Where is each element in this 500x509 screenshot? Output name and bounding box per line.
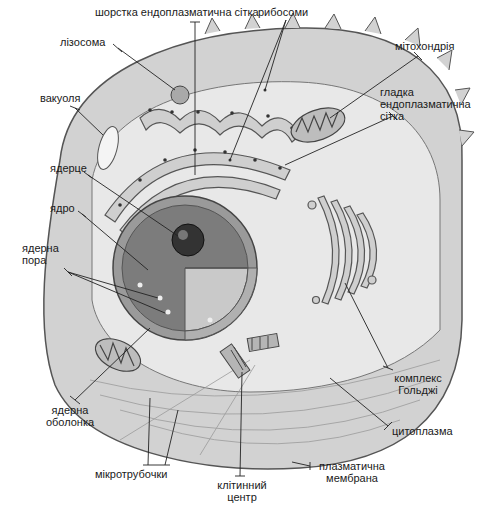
part-label: клітинний центр — [212, 479, 272, 503]
cut-surface — [92, 82, 440, 392]
part-label: лізосома — [60, 36, 105, 48]
part-label: мітохондрія — [395, 40, 454, 52]
part-label: ядро — [50, 202, 75, 214]
centrioles — [220, 333, 279, 378]
part-label: ядерна пора — [22, 242, 72, 266]
part-label: вакуоля — [40, 92, 80, 104]
mitochondria — [90, 101, 349, 378]
microtubules — [90, 360, 440, 455]
golgi-complex — [308, 196, 377, 304]
part-label: ядерна оболонка — [40, 404, 100, 428]
vacuole — [94, 124, 123, 171]
part-label: плазматична мембрана — [312, 460, 392, 484]
leader-lines — [64, 20, 422, 476]
part-label: гладка ендоплазматична сітка — [380, 86, 480, 122]
part-label: комплекс Гольджі — [378, 372, 458, 396]
ribosomes — [118, 89, 294, 207]
part-label: шорстка ендоплазматична сітка — [95, 6, 259, 18]
part-label: ядерце — [50, 162, 87, 174]
nucleus — [113, 196, 257, 340]
part-label: рибосоми — [258, 6, 308, 18]
part-label: цитоплазма — [392, 425, 453, 437]
part-label: мікротрубочки — [95, 468, 167, 480]
